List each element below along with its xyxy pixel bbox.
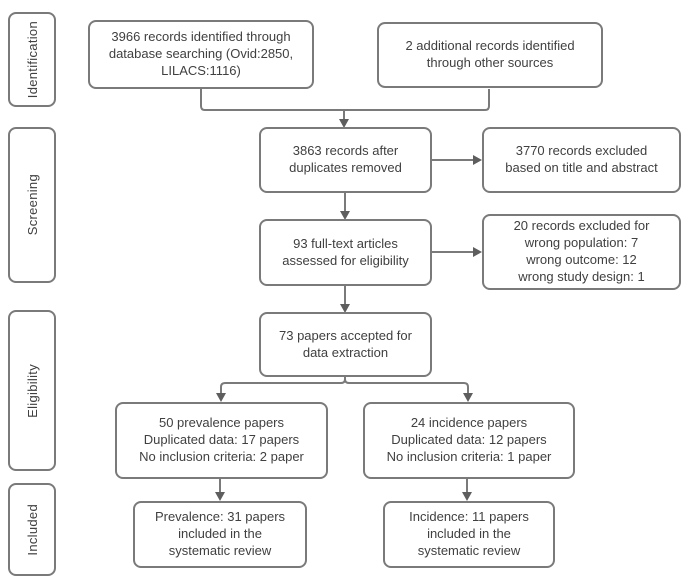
connector-merge-top bbox=[200, 89, 490, 111]
box-papers-accepted: 73 papers accepted for data extraction bbox=[259, 312, 432, 377]
box-prevalence-included: Prevalence: 31 papers included in the sy… bbox=[133, 501, 307, 568]
box-excluded-with-reasons: 20 records excluded for wrong population… bbox=[482, 214, 681, 290]
arrow-split-right bbox=[344, 377, 473, 402]
box-records-after-duplicates: 3863 records after duplicates removed bbox=[259, 127, 432, 193]
stage-label: Included bbox=[24, 503, 40, 556]
stage-label: Eligibility bbox=[24, 363, 40, 418]
arrow-split-left bbox=[216, 377, 346, 402]
box-incidence-papers: 24 incidence papers Duplicated data: 12 … bbox=[363, 402, 575, 479]
stage-label: Screening bbox=[24, 174, 40, 236]
box-additional-records: 2 additional records identified through … bbox=[377, 22, 603, 88]
stage-included: Included bbox=[8, 483, 56, 576]
stage-screening: Screening bbox=[8, 127, 56, 283]
box-incidence-included: Incidence: 11 papers included in the sys… bbox=[383, 501, 555, 568]
box-prevalence-papers: 50 prevalence papers Duplicated data: 17… bbox=[115, 402, 328, 479]
box-fulltext-assessed: 93 full-text articles assessed for eligi… bbox=[259, 219, 432, 286]
box-excluded-title-abstract: 3770 records excluded based on title and… bbox=[482, 127, 681, 193]
stage-identification: Identification bbox=[8, 12, 56, 107]
box-records-identified: 3966 records identified through database… bbox=[88, 20, 314, 89]
stage-label: Identification bbox=[24, 20, 40, 99]
stage-eligibility: Eligibility bbox=[8, 310, 56, 471]
